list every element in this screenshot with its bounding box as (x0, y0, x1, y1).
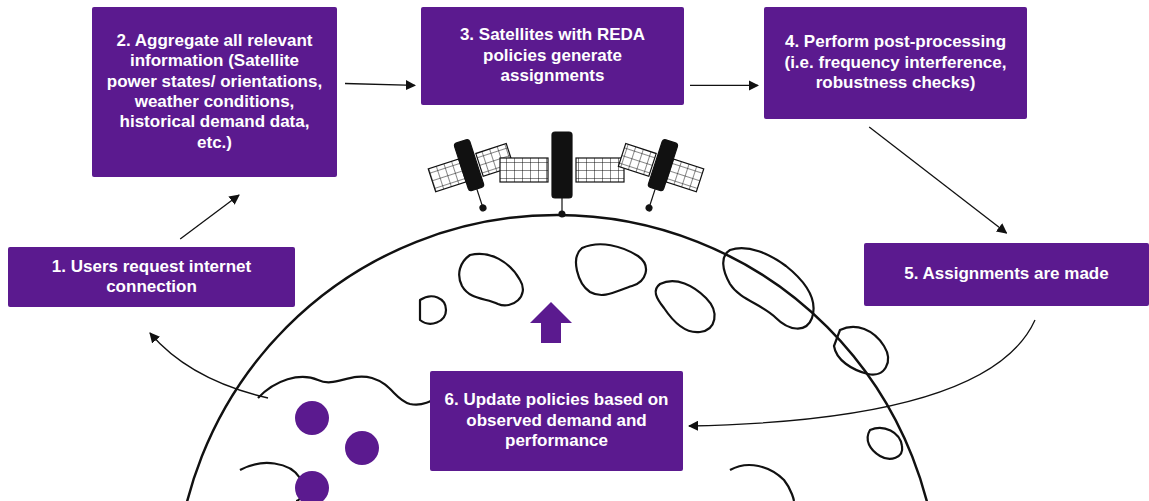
generate-box: 3. Satellites with REDA policies generat… (421, 7, 684, 105)
user-dot (295, 401, 329, 435)
box-label: 6. Update policies based on observed dem… (442, 390, 671, 451)
box-label: 1. Users request internet connection (20, 257, 283, 298)
box-label: 4. Perform post-processing (i.e. frequen… (776, 32, 1015, 93)
user-dot (345, 431, 379, 465)
continents (240, 244, 902, 501)
postprocess-box: 4. Perform post-processing (i.e. frequen… (764, 7, 1027, 119)
user-dot (295, 471, 329, 501)
update-box: 6. Update policies based on observed dem… (430, 371, 683, 471)
assign-box: 5. Assignments are made (864, 243, 1149, 306)
box-label: 2. Aggregate all relevant information (S… (104, 31, 325, 153)
box-label: 5. Assignments are made (904, 264, 1108, 284)
flow-arrow (869, 127, 1006, 233)
flow-arrow (690, 85, 758, 86)
request-box: 1. Users request internet connection (8, 247, 295, 307)
box-label: 3. Satellites with REDA policies generat… (433, 25, 672, 86)
request-arrow (150, 333, 268, 398)
flow-arrow (345, 84, 415, 86)
uplink-arrow (530, 302, 572, 343)
flow-arrow (180, 195, 239, 239)
flow-arrow (689, 320, 1035, 426)
satellites (423, 128, 708, 223)
aggregate-box: 2. Aggregate all relevant information (S… (92, 7, 337, 177)
